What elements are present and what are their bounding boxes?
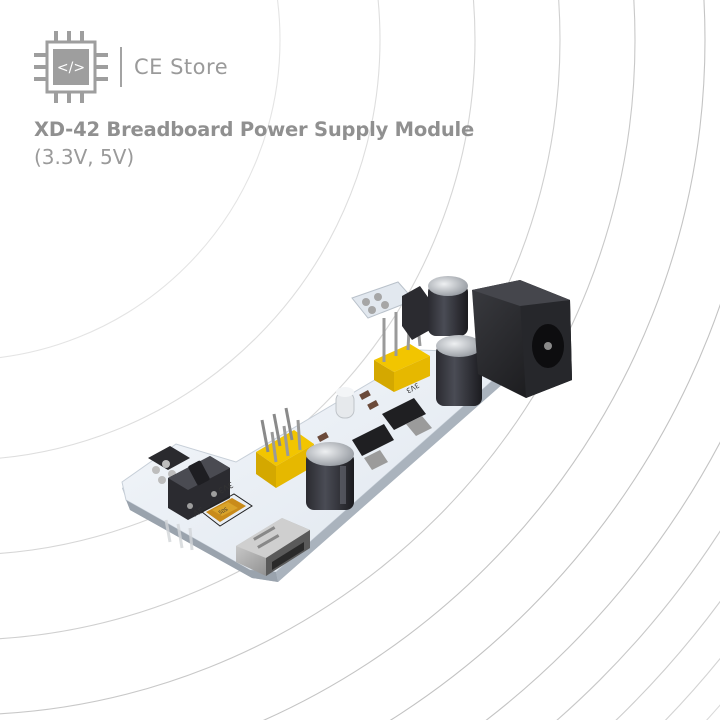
bottom-pins (164, 519, 194, 551)
voltage-regulator-2 (382, 398, 432, 436)
smd-fuse: 50S (201, 493, 253, 527)
store-name: CE Store (134, 55, 229, 79)
mini-usb-port (236, 518, 310, 576)
capacitor-front (306, 442, 354, 510)
brand-divider (120, 47, 122, 87)
left-jumper-header (256, 407, 314, 488)
slide-switch (168, 456, 230, 520)
svg-text:</>: </> (57, 60, 85, 76)
product-title: XD-42 Breadboard Power Supply Module (34, 118, 475, 141)
capacitor-rear-1 (428, 276, 468, 336)
chip-code-icon: </> (34, 31, 108, 103)
power-led (335, 387, 355, 419)
right-jumper-header (374, 307, 430, 392)
capacitor-rear-2 (436, 335, 482, 406)
brand-header: </> CE Store (34, 31, 229, 103)
svg-text:50S: 50S (218, 507, 229, 517)
dc-barrel-jack (472, 280, 572, 398)
left-header-pads (148, 446, 190, 484)
product-subtitle: (3.3V, 5V) (34, 145, 135, 169)
voltage-regulator-1 (352, 424, 394, 470)
